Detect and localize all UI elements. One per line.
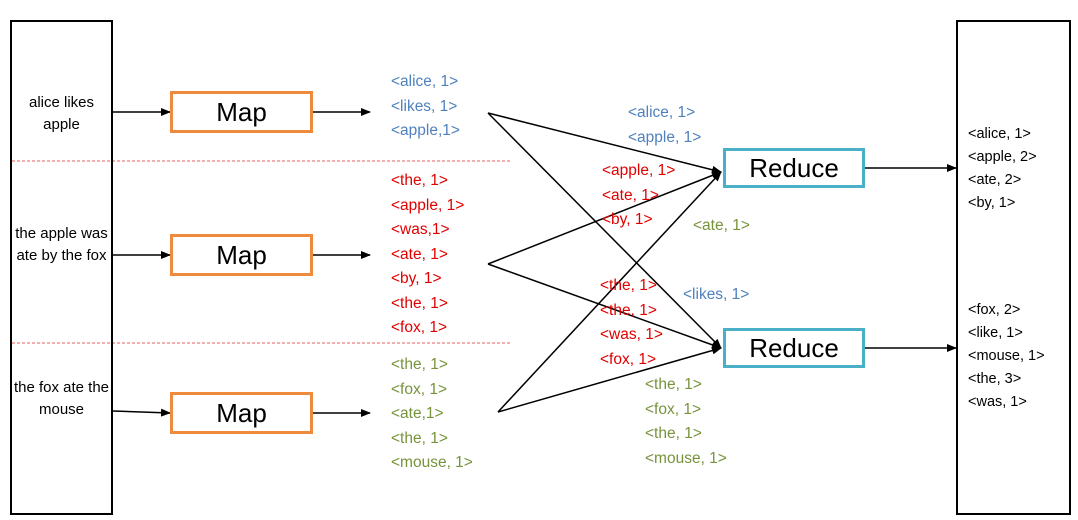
input-panel <box>10 20 113 515</box>
kv-pair: <fox, 1> <box>391 380 448 398</box>
kv-pair: <ate,1> <box>391 405 444 422</box>
kv-pair: <likes, 1> <box>391 97 458 115</box>
kv-pair: <was, 1> <box>600 326 663 343</box>
arrow-input3-to-map3 <box>112 408 171 417</box>
kv-pair: <alice, 1> <box>628 104 696 121</box>
shuffle-3-to-reduce1 <box>497 171 722 413</box>
kv-pair: <by, 1> <box>602 211 653 228</box>
map-output-1: <alice, 1> <likes, 1> <apple,1> <box>391 70 460 144</box>
kv-pair: <ate, 1> <box>693 217 750 234</box>
kv-pair: <mouse, 1> <box>968 348 1045 364</box>
kv-pair: <apple, 1> <box>602 162 676 179</box>
kv-pair: <fox, 1> <box>600 350 657 368</box>
kv-pair: <mouse, 1> <box>645 449 727 467</box>
input-split-1: alice likes apple <box>28 94 95 133</box>
input-split-3: the fox ate the mouse <box>13 379 110 418</box>
map-output-2: <the, 1> <apple, 1> <was,1> <ate, 1> <by… <box>391 169 464 341</box>
reduce1-input-split2: <apple, 1> <ate, 1> <by, 1> <box>602 159 675 233</box>
kv-pair: <alice, 1> <box>968 126 1031 142</box>
kv-pair: <by, 1> <box>968 195 1016 211</box>
input-split-2: the apple was ate by the fox <box>15 225 108 264</box>
kv-pair: <the, 1> <box>391 294 448 312</box>
kv-pair: <the, 1> <box>600 301 657 319</box>
kv-pair: <the, 1> <box>645 376 702 393</box>
shuffle-2-to-reduce1 <box>487 171 722 265</box>
kv-pair: <fox, 1> <box>391 319 448 336</box>
reduce2-input-split2: <the, 1> <the, 1> <was, 1> <fox, 1> <box>600 274 663 372</box>
output-panel <box>956 20 1071 515</box>
kv-pair: <apple, 1> <box>391 196 465 214</box>
kv-pair: <apple, 2> <box>968 149 1037 165</box>
kv-pair: <the, 1> <box>645 425 702 442</box>
kv-pair: <the, 1> <box>391 172 448 189</box>
kv-pair: <by, 1> <box>391 270 442 287</box>
kv-pair: <the, 1> <box>391 356 448 373</box>
kv-pair: <the, 1> <box>391 429 448 447</box>
shuffle-2-to-reduce2 <box>487 263 722 349</box>
shuffle-1-to-reduce2 <box>487 112 722 349</box>
map-box-2: Map <box>170 234 313 276</box>
kv-pair: <the, 3> <box>968 371 1022 387</box>
kv-pair: <likes, 1> <box>683 286 750 303</box>
kv-pair: <mouse, 1> <box>391 454 473 471</box>
kv-pair: <ate, 1> <box>602 186 659 204</box>
reduce2-input-split3: <the, 1> <fox, 1> <the, 1> <mouse, 1> <box>645 373 727 471</box>
kv-pair: <ate, 2> <box>968 172 1022 188</box>
reduce1-output: <alice, 1> <apple, 2> <ate, 2> <by, 1> <box>968 123 1037 215</box>
map-output-3: <the, 1> <fox, 1> <ate,1> <the, 1> <mous… <box>391 353 473 476</box>
kv-pair: <was, 1> <box>968 394 1027 410</box>
map-box-3: Map <box>170 392 313 434</box>
reduce-box-1: Reduce <box>723 148 865 188</box>
shuffle-1-to-reduce1 <box>487 112 722 174</box>
kv-pair: <was,1> <box>391 221 450 238</box>
kv-pair: <apple, 1> <box>628 128 702 146</box>
reduce2-output: <fox, 2> <like, 1> <mouse, 1> <the, 3> <… <box>968 299 1045 414</box>
kv-pair: <the, 1> <box>600 277 657 294</box>
kv-pair: <apple,1> <box>391 122 460 139</box>
kv-pair: <like, 1> <box>968 325 1023 341</box>
kv-pair: <ate, 1> <box>391 245 448 263</box>
kv-pair: <alice, 1> <box>391 73 459 90</box>
reduce2-input-split1: <likes, 1> <box>683 283 749 308</box>
reduce1-input-split3: <ate, 1> <box>693 214 750 239</box>
kv-pair: <fox, 1> <box>645 400 702 418</box>
shuffle-3-to-reduce2 <box>497 346 722 413</box>
map-box-1: Map <box>170 91 313 133</box>
reduce1-input-split1: <alice, 1> <apple, 1> <box>628 101 701 150</box>
kv-pair: <fox, 2> <box>968 302 1021 318</box>
reduce-box-2: Reduce <box>723 328 865 368</box>
